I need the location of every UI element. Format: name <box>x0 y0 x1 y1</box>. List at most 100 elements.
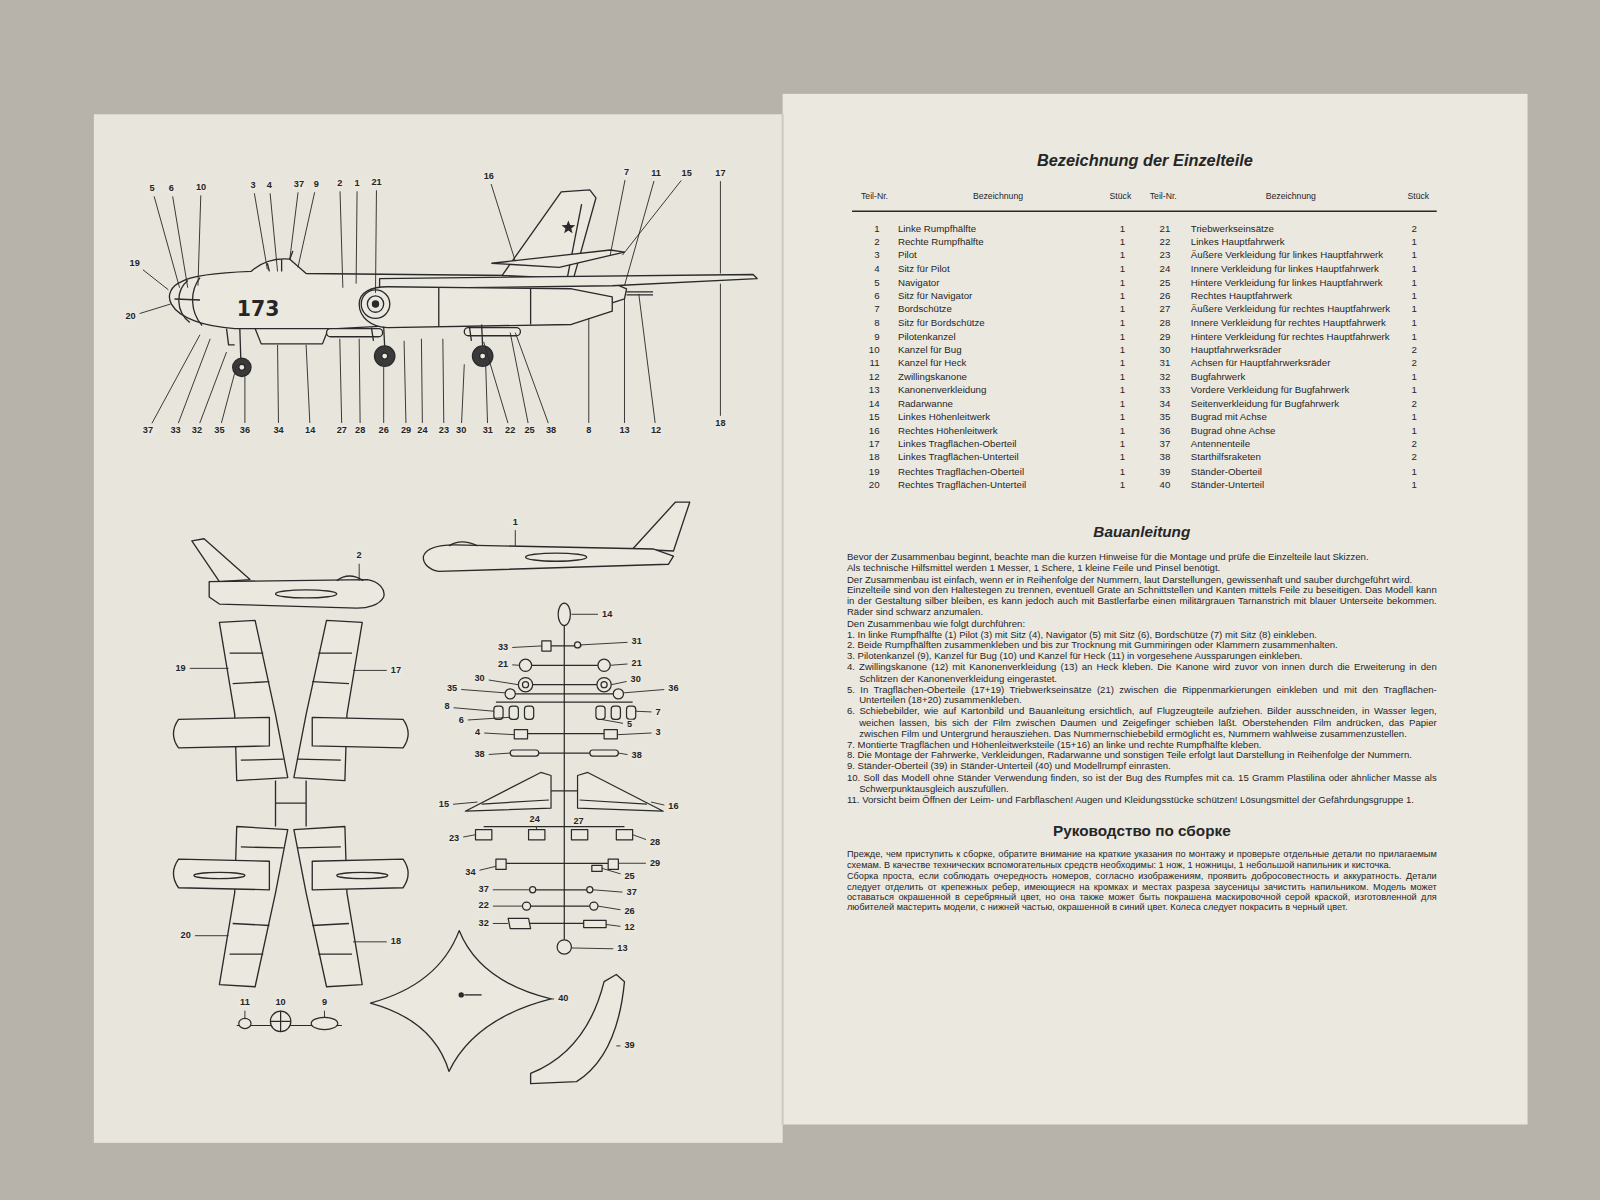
leader-line <box>190 668 229 669</box>
leader-line <box>579 829 580 831</box>
table-header: Teil-Nr. <box>861 191 888 200</box>
sprue-tree <box>616 830 632 840</box>
table-cell: 15 <box>869 412 880 422</box>
callout-number: 34 <box>464 868 476 878</box>
callout-number: 5 <box>148 184 155 194</box>
table-cell: 10 <box>869 345 880 355</box>
callout-number: 36 <box>667 684 679 694</box>
table-cell: Zwillingskanone <box>898 372 967 382</box>
leader-line <box>610 664 627 665</box>
sprue-tree <box>627 706 636 719</box>
table-cell: Bugrad ohne Achse <box>1191 426 1276 436</box>
sprue-tree <box>587 887 593 893</box>
aircraft-side-view <box>372 301 378 307</box>
leader-line <box>720 284 721 416</box>
callout-number: 8 <box>585 426 592 436</box>
leader-line <box>356 191 358 283</box>
callout-number: 35 <box>446 684 458 694</box>
table-cell: 40 <box>1160 479 1171 489</box>
table-cell: Kanonenverkleidung <box>898 385 986 395</box>
callout-number: 27 <box>336 426 348 436</box>
table-cell: 1 <box>1120 372 1125 382</box>
callout-number: 8 <box>443 702 450 712</box>
instruction-paragraph: Прежде, чем приступить к сборке, обратит… <box>847 849 1437 870</box>
callout-number: 12 <box>623 923 635 933</box>
callout-number: 16 <box>667 802 679 812</box>
table-cell: Linkes Tragflächen-Unterteil <box>898 452 1019 462</box>
aircraft-side-view <box>169 190 757 377</box>
leader-line <box>588 318 589 423</box>
instruction-paragraph: 11. Vorsicht beim Öffnen der Leim- und F… <box>847 794 1437 805</box>
leader-line <box>720 181 721 273</box>
table-cell: Kanzel für Bug <box>898 345 962 355</box>
leader-line <box>512 646 542 648</box>
leader-line <box>270 193 277 271</box>
table-cell: Rechte Rumpfhälfte <box>898 237 984 247</box>
leader-line <box>571 614 598 615</box>
table-cell: 29 <box>1160 331 1171 341</box>
table-cell: 22 <box>1160 237 1171 247</box>
aircraft-side-view <box>562 220 576 233</box>
table-cell: 31 <box>1160 358 1171 368</box>
table-cell: 30 <box>1160 345 1171 355</box>
fuselage-halves <box>526 553 587 561</box>
wing-parts <box>173 620 408 986</box>
leader-line <box>493 923 508 924</box>
table-cell: 1 <box>1120 426 1125 436</box>
table-cell: 1 <box>1120 439 1125 449</box>
sprue-tree <box>558 603 570 625</box>
instruction-paragraph: Den Zusammenbau wie folgt durchführen: <box>847 618 1437 629</box>
table-cell: 1 <box>1412 479 1417 489</box>
table-cell: 39 <box>1160 466 1171 476</box>
table-cell: 1 <box>1412 466 1417 476</box>
callout-number: 3 <box>655 728 662 738</box>
leader-line <box>606 924 620 926</box>
wing-parts <box>276 781 307 827</box>
instruction-paragraph: 1. In linke Rumpfhälfte (1) Pilot (3) mi… <box>847 629 1437 640</box>
wing-19 <box>173 620 287 780</box>
table-title: Bezeichnung der Einzelteile <box>1037 153 1253 170</box>
callout-number: 9 <box>313 180 320 190</box>
table-cell: 3 <box>874 250 879 260</box>
leader-line <box>404 341 406 423</box>
leader-line <box>593 890 623 892</box>
table-cell: Triebwerkseinsätze <box>1191 223 1274 233</box>
table-cell: Rechtes Tragflächen-Oberteil <box>898 466 1024 476</box>
table-cell: 1 <box>1120 264 1125 274</box>
leader-line <box>618 753 627 755</box>
leader-line <box>254 193 267 269</box>
leader-line <box>154 196 179 287</box>
table-cell: 2 <box>1412 345 1417 355</box>
table-header: Bezeichnung <box>973 191 1023 200</box>
table-cell: Sitz für Navigator <box>898 291 972 301</box>
table-cell: 1 <box>1120 466 1125 476</box>
leader-line <box>493 906 523 907</box>
aircraft-side-view <box>567 204 581 277</box>
table-cell: 2 <box>1412 223 1417 233</box>
section-heading: Руководство по сборке <box>847 822 1437 839</box>
sprue-tree <box>590 902 598 910</box>
callout-number: 1 <box>512 518 519 528</box>
callout-number: 1 <box>354 179 361 189</box>
tailplane-16 <box>578 772 664 811</box>
leader-line <box>598 906 620 910</box>
leader-line <box>618 863 646 864</box>
section-heading: Bauanleitung <box>847 522 1437 539</box>
table-cell: 1 <box>1412 250 1417 260</box>
leader-line <box>140 304 171 313</box>
sprue-tree <box>598 659 610 671</box>
callout-number: 5 <box>626 720 633 730</box>
table-cell: 1 <box>1412 385 1417 395</box>
fuselage-halves <box>192 539 250 582</box>
wing-17 <box>294 620 408 780</box>
callout-number: 10 <box>195 183 207 193</box>
sprue-tree <box>611 706 620 719</box>
callout-number: 20 <box>180 931 192 941</box>
table-cell: 24 <box>1160 264 1171 274</box>
table-cell: 2 <box>1412 439 1417 449</box>
callout-number: 29 <box>649 858 661 868</box>
canopy-parts <box>239 1018 251 1028</box>
leader-line <box>484 733 514 735</box>
table-cell: Seitenverkleidung für Bugfahrwerk <box>1191 399 1339 409</box>
table-cell: 1 <box>1120 399 1125 409</box>
